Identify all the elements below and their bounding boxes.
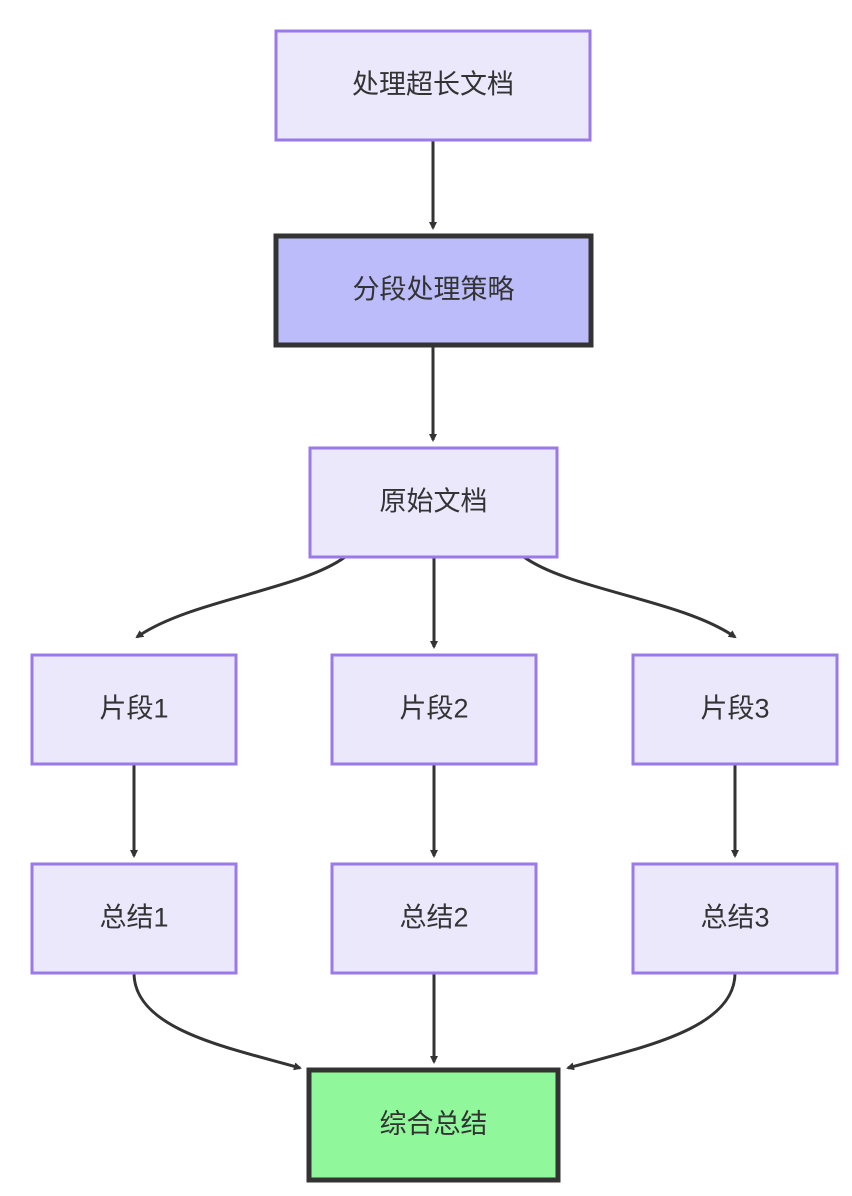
flow-node-n8[interactable]: 总结2 [330,862,538,975]
flow-node-box-n2[interactable] [273,233,594,348]
edge-layer [130,140,739,1071]
flow-node-box-n10[interactable] [306,1067,561,1183]
flow-edge-n3-to-n4 [135,555,346,639]
flow-node-label-n6: 片段3 [700,694,769,724]
flow-node-n9[interactable]: 总结3 [631,862,839,975]
flow-node-label-n8: 总结2 [399,903,468,933]
flow-node-label-n2: 分段处理策略 [353,275,515,305]
flow-node-label-n3: 原始文档 [380,487,488,517]
flow-edge-n3-to-n6 [523,555,737,639]
flow-node-n4[interactable]: 片段1 [30,653,238,766]
flow-node-box-n6[interactable] [631,653,839,766]
flow-node-n5[interactable]: 片段2 [330,653,538,766]
flow-node-box-n1[interactable] [274,29,592,142]
flow-node-n6[interactable]: 片段3 [631,653,839,766]
flow-edge-n7-to-n10 [132,972,302,1071]
flow-node-label-n4: 片段1 [99,694,168,724]
flow-node-box-n9[interactable] [631,862,839,975]
flow-node-label-n10: 综合总结 [380,1109,488,1139]
flow-node-box-n7[interactable] [30,862,238,975]
flow-node-n10[interactable]: 综合总结 [306,1067,561,1183]
flow-node-n3[interactable]: 原始文档 [308,446,559,559]
flow-node-label-n7: 总结1 [99,903,168,933]
flow-node-box-n4[interactable] [30,653,238,766]
flow-node-label-n5: 片段2 [399,694,468,724]
flow-node-label-n1: 处理超长文档 [352,70,514,100]
flow-node-box-n3[interactable] [308,446,559,559]
flow-node-box-n8[interactable] [330,862,538,975]
flow-node-n1[interactable]: 处理超长文档 [274,29,592,142]
flow-node-label-n9: 总结3 [700,903,769,933]
flow-node-n2[interactable]: 分段处理策略 [273,233,594,348]
flow-node-n7[interactable]: 总结1 [30,862,238,975]
flow-edge-n9-to-n10 [566,972,737,1071]
flow-node-box-n5[interactable] [330,653,538,766]
